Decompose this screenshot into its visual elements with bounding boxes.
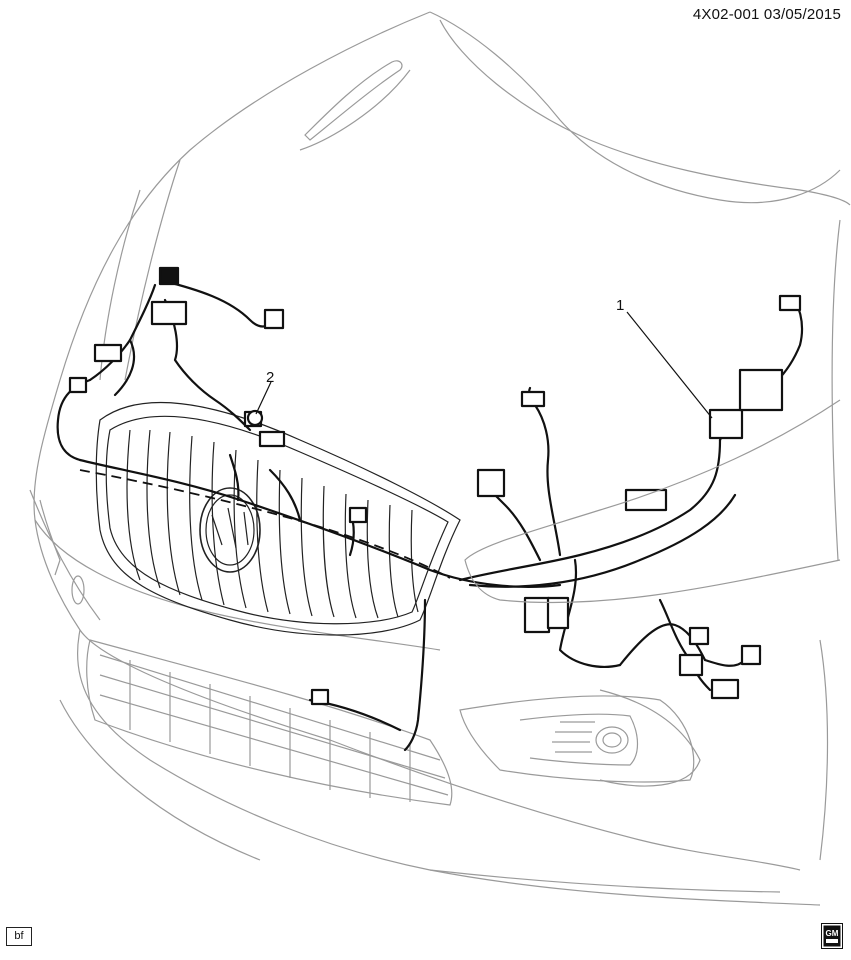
hood-outline (464, 399, 841, 604)
gm-logo-text: GM (826, 929, 839, 938)
front-grille (95, 401, 461, 636)
document-id: 4X02-001 03/05/2015 (692, 6, 841, 23)
callout-2-label: 2 (266, 369, 274, 386)
callout-1-label: 1 (616, 297, 624, 314)
reference-dashed-line (79, 469, 451, 579)
wiring-harness (56, 266, 804, 752)
gm-logo: GM (821, 923, 843, 949)
vehicle-body (29, 11, 851, 906)
callout-leaders (255, 311, 713, 419)
view-tag: bf (6, 927, 32, 946)
